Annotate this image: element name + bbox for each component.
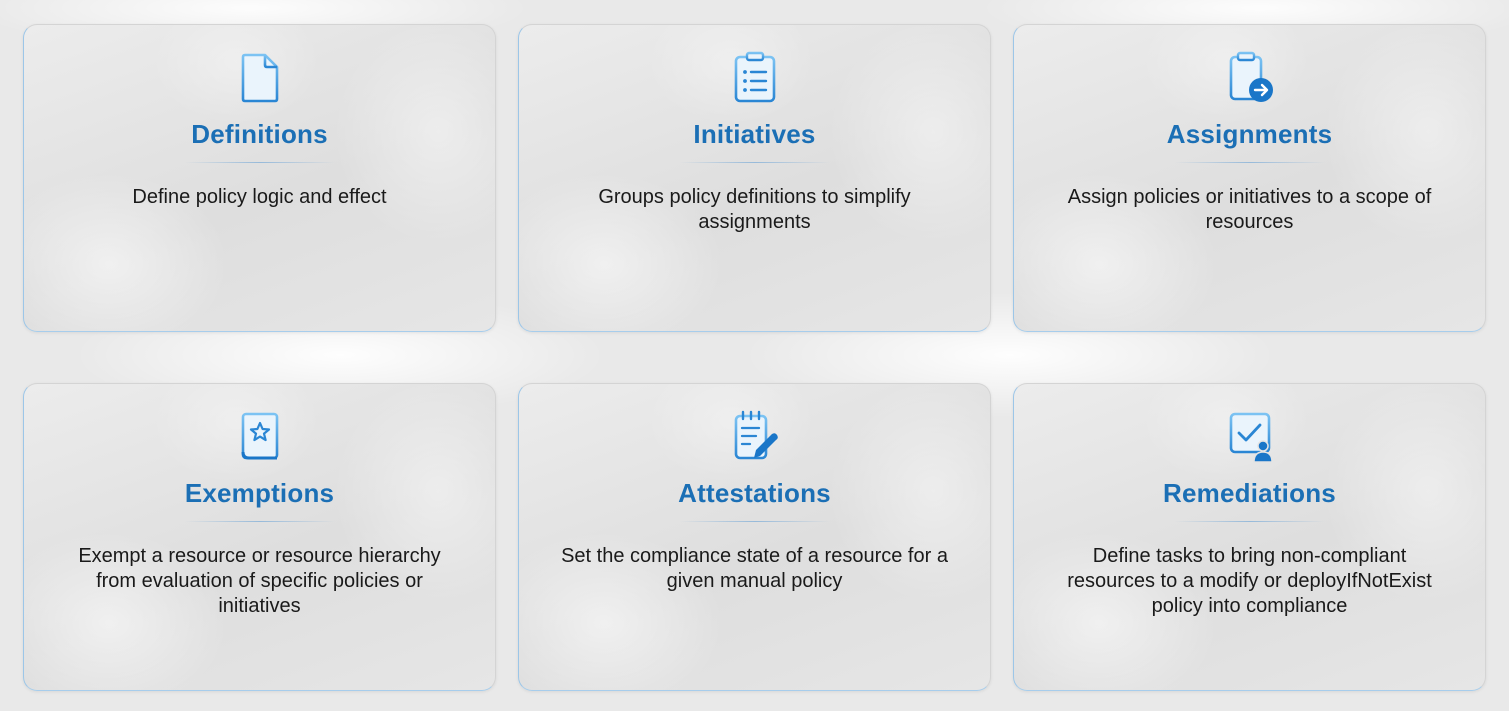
title-divider — [679, 521, 830, 522]
card-description: Assign policies or initiatives to a scop… — [1067, 186, 1432, 233]
clipboard-list-icon — [730, 51, 780, 105]
card-title: Definitions — [191, 119, 328, 149]
card-title: Exemptions — [184, 478, 335, 508]
card-description: Set the compliance state of a resource f… — [561, 545, 948, 592]
card-title: Initiatives — [693, 119, 816, 149]
title-divider — [679, 162, 830, 163]
definitions-card[interactable]: Definitions Define policy logic and effe… — [23, 24, 496, 332]
card-description: Exempt a resource or resource hierarchy … — [78, 545, 441, 617]
card-title: Assignments — [1166, 119, 1333, 149]
card-title: Attestations — [678, 478, 831, 508]
initiatives-card[interactable]: Initiatives Groups policy definitions to… — [518, 24, 991, 332]
book-star-icon — [235, 410, 285, 464]
title-divider — [184, 162, 335, 163]
card-description: Groups policy definitions to simplify as… — [598, 186, 911, 233]
exemptions-card[interactable]: Exemptions Exempt a resource or resource… — [23, 383, 496, 691]
clipboard-arrow-icon — [1225, 51, 1275, 105]
card-title: Remediations — [1163, 478, 1336, 508]
document-icon — [235, 51, 285, 105]
title-divider — [184, 521, 335, 522]
attestations-card[interactable]: Attestations Set the compliance state of… — [518, 383, 991, 691]
remediations-card[interactable]: Remediations Define tasks to bring non-c… — [1013, 383, 1486, 691]
checkbox-person-icon — [1225, 410, 1275, 464]
assignments-card[interactable]: Assignments Assign policies or initiativ… — [1013, 24, 1486, 332]
title-divider — [1174, 162, 1325, 163]
card-description: Define tasks to bring non-compliant reso… — [1067, 545, 1432, 617]
notepad-pencil-icon — [730, 410, 780, 464]
card-description: Define policy logic and effect — [132, 186, 387, 208]
title-divider — [1174, 521, 1325, 522]
